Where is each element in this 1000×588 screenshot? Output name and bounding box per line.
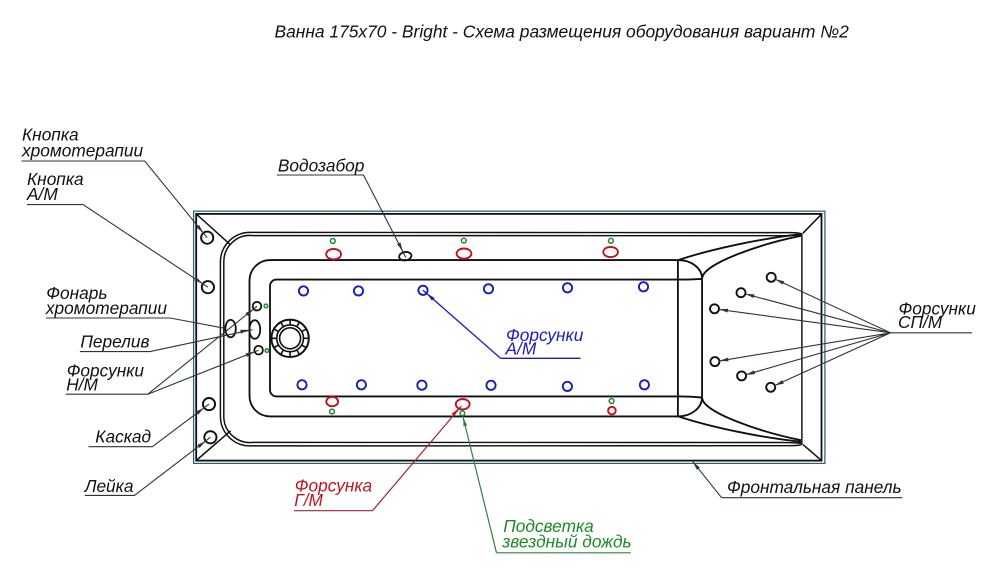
svg-text:Подсветка: Подсветка	[503, 516, 594, 536]
svg-text:звездный дождь: звездный дождь	[501, 532, 631, 552]
svg-text:Кнопка: Кнопка	[27, 169, 84, 189]
svg-text:Г/М: Г/М	[294, 490, 323, 510]
svg-text:Ванна 175х70 - Bright - Схема: Ванна 175х70 - Bright - Схема размещения…	[275, 21, 850, 41]
svg-text:хромотерапии: хромотерапии	[45, 298, 167, 318]
svg-text:Перелив: Перелив	[80, 332, 149, 352]
svg-text:Каскад: Каскад	[95, 427, 151, 447]
svg-text:Н/М: Н/М	[66, 375, 98, 395]
svg-text:А/М: А/М	[505, 339, 537, 359]
svg-text:Фронтальная панель: Фронтальная панель	[727, 477, 902, 497]
svg-text:Водозабор: Водозабор	[278, 156, 365, 176]
svg-text:Форсунки: Форсунки	[899, 299, 977, 319]
svg-text:Фонарь: Фонарь	[46, 283, 107, 303]
svg-text:Лейка: Лейка	[84, 476, 134, 496]
svg-text:СП/М: СП/М	[898, 312, 943, 332]
svg-text:хромотерапии: хромотерапии	[21, 141, 143, 161]
svg-text:Форсунки: Форсунки	[67, 360, 145, 380]
svg-text:Форсунка: Форсунка	[295, 476, 373, 496]
svg-text:Форсунки: Форсунки	[506, 325, 584, 345]
svg-text:А/М: А/М	[26, 184, 58, 204]
svg-text:Кнопка: Кнопка	[22, 124, 79, 144]
